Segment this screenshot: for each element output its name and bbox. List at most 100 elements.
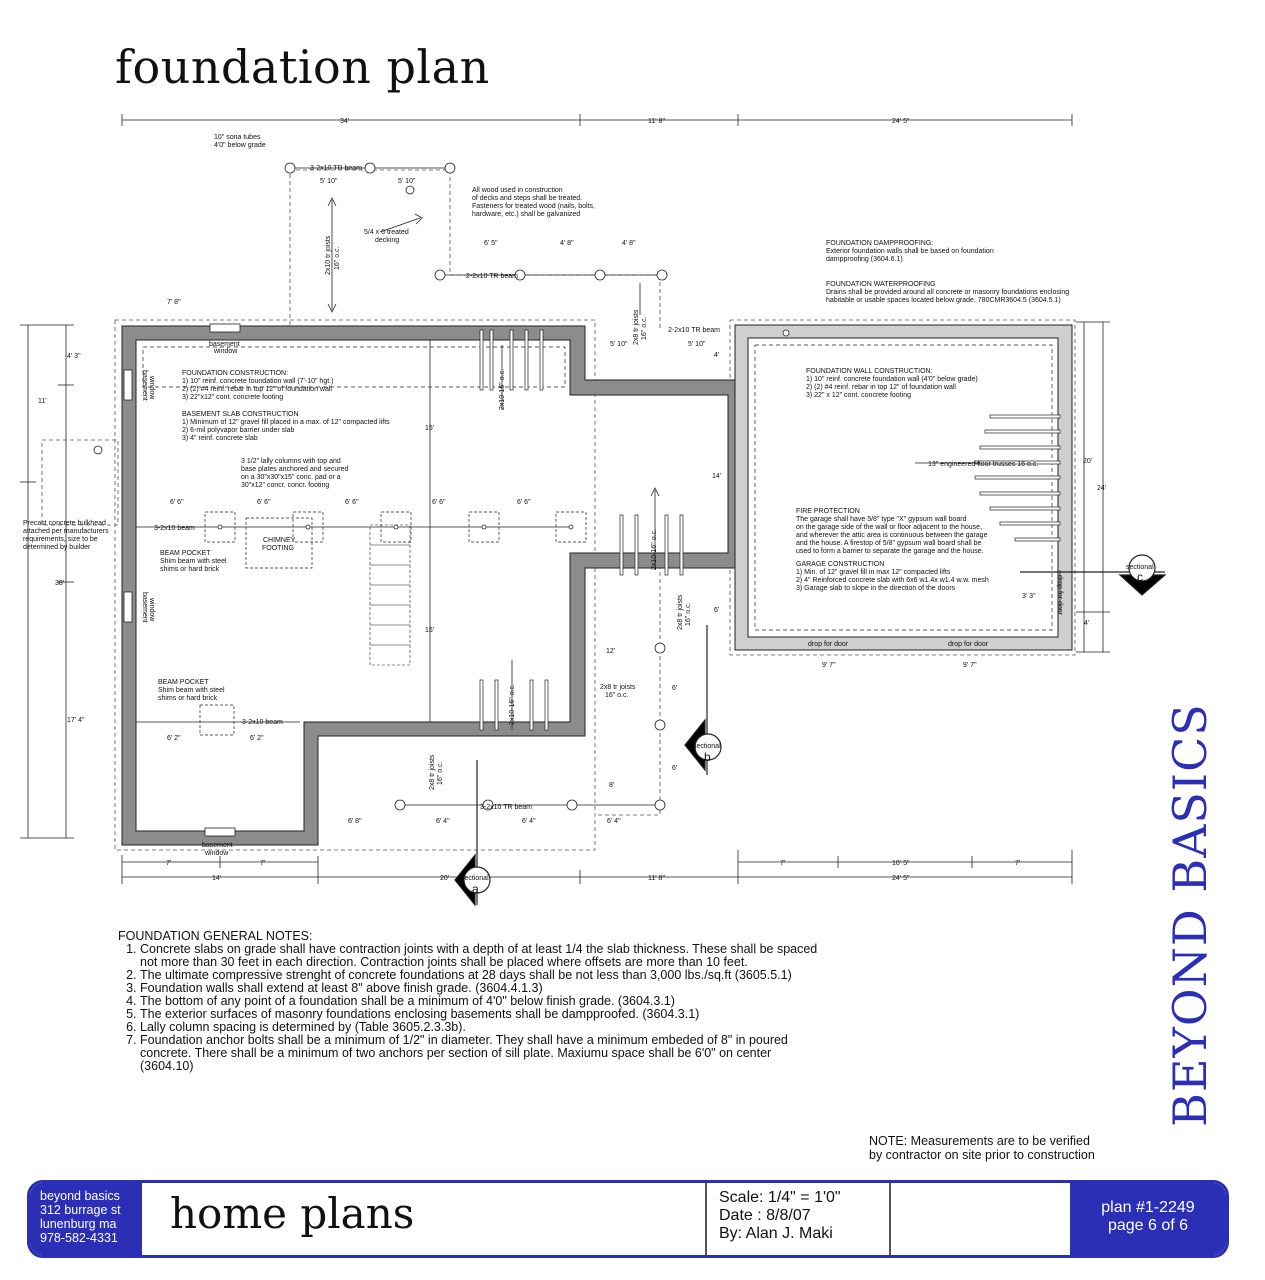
foundation-plan-drawing: 34' 11' 8" 24' 5" 10" sona tubes 4'0" be… bbox=[20, 114, 1167, 907]
bot-seg-2: 6' 4" bbox=[436, 818, 450, 825]
damp-1: FOUNDATION DAMPPROOFING: bbox=[826, 240, 933, 247]
window-label-bot-2: window bbox=[204, 850, 229, 857]
dim-7-8: 7' 8" bbox=[167, 299, 181, 306]
notes-list: Concrete slabs on grade shall have contr… bbox=[118, 943, 818, 1073]
dim-12: 12' bbox=[606, 648, 615, 655]
bottom-20: 20' bbox=[440, 875, 449, 882]
plan-number: plan #1-2249 bbox=[1101, 1199, 1195, 1216]
plan-number-cell: plan #1-2249 page 6 of 6 bbox=[1070, 1183, 1226, 1255]
note-item: Lally column spacing is determined by (T… bbox=[140, 1021, 818, 1034]
joists-a: 2x10-16" o.c. bbox=[499, 369, 506, 410]
garage-3: 2) 4" Reinforced concrete slab with 6x6 … bbox=[796, 577, 989, 584]
beam-mid-label: 2-2x10 TR beam bbox=[466, 273, 518, 280]
window-label-top-1: basement bbox=[209, 341, 240, 348]
fire-2: The garage shall have 5/8" type "X" gyps… bbox=[796, 516, 967, 523]
water-2: Drains shall be provided around all conc… bbox=[826, 289, 1069, 296]
note-item: The bottom of any point of a foundation … bbox=[140, 995, 818, 1008]
page-title: foundation plan bbox=[115, 40, 490, 94]
fc-3: 2) (2) #4 reinf. rebar in top 12" of fou… bbox=[182, 386, 332, 393]
bulkhead-1: Precast concrete bulkhead bbox=[23, 520, 106, 527]
measurement-note: NOTE: Measurements are to be verified by… bbox=[869, 1134, 1095, 1162]
measurement-note-line-1: NOTE: Measurements are to be verified bbox=[869, 1134, 1090, 1148]
dim-6-c: 6' bbox=[672, 765, 677, 772]
bottom-10-5: 10' 5" bbox=[892, 860, 910, 867]
drop-door-1: drop for door bbox=[808, 641, 849, 648]
bottom-14: 14' bbox=[212, 875, 221, 882]
sc-3: 2) 6-mil polyvapor barrier under slab bbox=[182, 427, 295, 434]
dim-4-3: 4' 3" bbox=[67, 353, 81, 360]
dim-top-11-8: 11' 8" bbox=[648, 118, 665, 125]
beam-bottom-label: 3-2x10 TR beam bbox=[480, 804, 532, 811]
bot-seg-1: 6' 8" bbox=[348, 818, 362, 825]
sc-4: 3) 4" reinf. concrete slab bbox=[182, 435, 258, 442]
note-item: The ultimate compressive strenght of con… bbox=[140, 969, 818, 982]
fire-3: on the garage side of the wall or floor … bbox=[796, 524, 982, 531]
bottom-24-5: 24' 5" bbox=[892, 875, 910, 882]
sc-1: BASEMENT SLAB CONSTRUCTION bbox=[182, 411, 299, 418]
lally-3: on a 30"x30"x15" conc. pad or a bbox=[241, 474, 341, 481]
bulkhead-2: attached per manufacturers bbox=[23, 528, 109, 535]
garage-2: 1) Min. of 12" gravel fill in max 12" co… bbox=[796, 569, 951, 576]
dim-6-6-2: 6' 6" bbox=[257, 499, 271, 506]
joists-b: 2x10-16" o.c. bbox=[651, 529, 658, 570]
company-phone: 978-582-4331 bbox=[40, 1231, 118, 1245]
beam-top-label: 3-2x10 TR beam bbox=[310, 165, 362, 172]
dim-4-8-b: 4' 8" bbox=[622, 240, 636, 247]
dim-20: 20' bbox=[1083, 458, 1092, 465]
dim-4: 4' bbox=[714, 352, 719, 359]
window-label-left2-1: basement bbox=[141, 592, 148, 623]
wood-note-1: All wood used in construction bbox=[472, 187, 563, 194]
window-label-bot-1: basement bbox=[202, 842, 233, 849]
dim-24: 24' bbox=[1097, 485, 1106, 492]
bot-seg-4: 6' 4" bbox=[607, 818, 621, 825]
joists-deck-1: 2x10 tr joists bbox=[325, 235, 332, 275]
dim-6-6-4: 6' 6" bbox=[432, 499, 446, 506]
fire-6: used to form a barrier to separate the g… bbox=[796, 548, 984, 555]
wood-note-2: of decks and steps shall be treated. bbox=[472, 195, 582, 202]
joists-porch2-2: 16" o.c. bbox=[605, 692, 629, 699]
note-item: Foundation walls shall extend at least 8… bbox=[140, 982, 818, 995]
title-block: beyond basics 312 burrage st lunenburg m… bbox=[27, 1180, 1229, 1258]
garage-4: 3) Garage slab to slope in the direction… bbox=[796, 585, 956, 592]
drop-door-2: drop for door bbox=[948, 641, 989, 648]
bp2-3: shims or hard brick bbox=[158, 695, 218, 702]
fire-1: FIRE PROTECTION bbox=[796, 508, 860, 515]
gw-2: 1) 10" reinf. concrete foundation wall (… bbox=[806, 376, 978, 383]
garage-foundation-wall bbox=[734, 324, 1073, 651]
company-city: lunenburg ma bbox=[40, 1217, 117, 1231]
window-label-top-2: window bbox=[213, 348, 238, 355]
window-label-left2-2: window bbox=[148, 597, 155, 622]
joists-deck-2: 16" o.c. bbox=[334, 246, 341, 270]
bottom-11-8: 11' 8" bbox=[648, 875, 665, 882]
dim-6-5: 6' 5" bbox=[484, 240, 498, 247]
dim-15-a: 15' bbox=[425, 425, 434, 432]
joists-porch3-1: 2x8 tr joists bbox=[429, 754, 436, 790]
dim-5-10-d: 5' 10" bbox=[688, 341, 706, 348]
dim-8: 8' bbox=[609, 782, 614, 789]
wood-note-4: hardware, etc.) shall be galvanized bbox=[472, 211, 580, 218]
dim-11: 11' bbox=[38, 398, 47, 405]
dim-top-24-5: 24' 5" bbox=[892, 118, 910, 125]
note-item: The exterior surfaces of masonry foundat… bbox=[140, 1008, 818, 1021]
dim-6-6-3: 6' 6" bbox=[345, 499, 359, 506]
joists-porch2-1: 2x8 tr joists bbox=[600, 684, 636, 691]
joists-right-1: 2x8 tr joists bbox=[633, 309, 640, 345]
dim-5-10-b: 5' 10" bbox=[398, 178, 416, 185]
dim-6-b: 6' bbox=[672, 685, 677, 692]
author-text: By: Alan J. Maki bbox=[719, 1225, 833, 1242]
section-b-label: sectional bbox=[693, 743, 721, 750]
bp2-1: BEAM POCKET bbox=[158, 679, 209, 686]
company-street: 312 burrage st bbox=[40, 1203, 121, 1217]
bulkhead-4: determined by builder bbox=[23, 544, 91, 551]
dim-38: 38' bbox=[55, 580, 64, 587]
bulkhead-3: requirements, size to be bbox=[23, 536, 98, 543]
wood-note-3: Fasteners for treated wood (nails, bolts… bbox=[472, 203, 595, 210]
dim-5-10-c: 5' 10" bbox=[610, 341, 628, 348]
sona-note-1: 10" sona tubes bbox=[214, 134, 261, 141]
bulkhead-outline bbox=[41, 439, 119, 526]
plan-name: home plans bbox=[170, 1189, 415, 1238]
fire-4: and wherever the attic area is continuou… bbox=[796, 532, 988, 539]
dim-6-2-a: 6' 2" bbox=[167, 735, 181, 742]
joists-c: 2x10-16" o.c. bbox=[509, 684, 516, 725]
dim-6-2-b: 6' 2" bbox=[250, 735, 264, 742]
